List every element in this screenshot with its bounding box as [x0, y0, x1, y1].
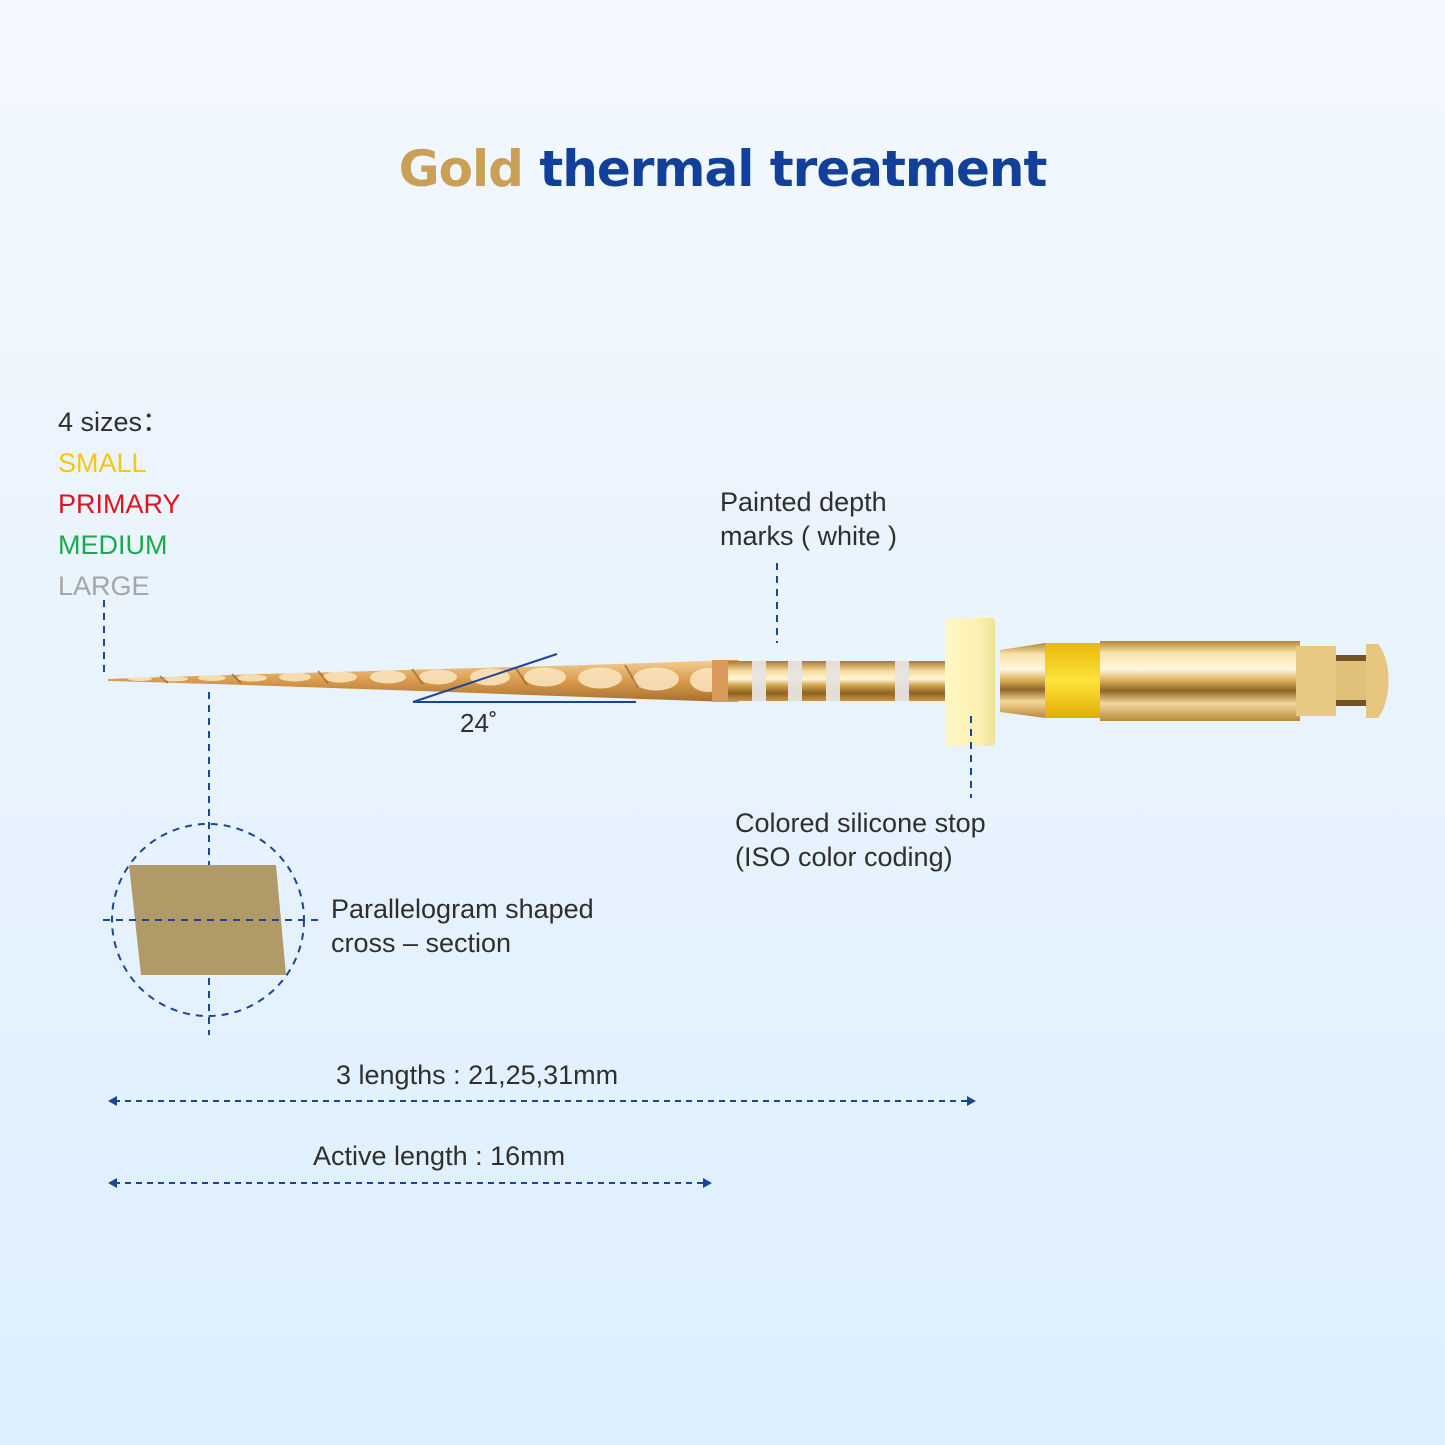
silicone-stop-line1: Colored silicone stop — [735, 808, 986, 838]
cross-section-figure — [103, 823, 318, 1017]
cross-section-line1: Parallelogram shaped — [331, 894, 594, 924]
size-small: SMALL — [58, 448, 147, 478]
size-primary: PRIMARY — [58, 489, 181, 519]
silicone-stop — [945, 618, 995, 746]
angle-label: 24˚ — [460, 708, 498, 738]
shank — [728, 661, 946, 701]
silicone-stop-label: Colored silicone stop (ISO color coding) — [735, 806, 986, 874]
depth-marks-line2: marks ( white ) — [720, 521, 898, 551]
cross-section-line2: cross – section — [331, 928, 512, 958]
active-length-arrow — [108, 1178, 712, 1188]
title-highlight: Gold — [398, 140, 524, 198]
title-rest: thermal treatment — [539, 140, 1047, 198]
angle-indicator — [412, 653, 636, 703]
total-length-label: 3 lengths : 21,25,31mm — [336, 1060, 619, 1090]
size-large: LARGE — [58, 571, 150, 601]
depth-marks-label: Painted depth marks ( white ) — [720, 485, 897, 553]
page-title: Gold thermal treatment — [0, 140, 1445, 198]
total-length-arrow — [108, 1096, 976, 1106]
size-medium: MEDIUM — [58, 530, 168, 560]
silicone-stop-line2: (ISO color coding) — [735, 842, 953, 872]
sizes-list: 4 sizes： SMALL PRIMARY MEDIUM LARGE — [58, 402, 181, 607]
twisted-blade — [108, 660, 748, 702]
cross-section-label: Parallelogram shaped cross – section — [331, 892, 594, 960]
sizes-heading: 4 sizes： — [58, 407, 170, 437]
handle — [1000, 641, 1389, 721]
depth-marks-line1: Painted depth — [720, 487, 887, 517]
active-length-label: Active length : 16mm — [313, 1141, 566, 1171]
